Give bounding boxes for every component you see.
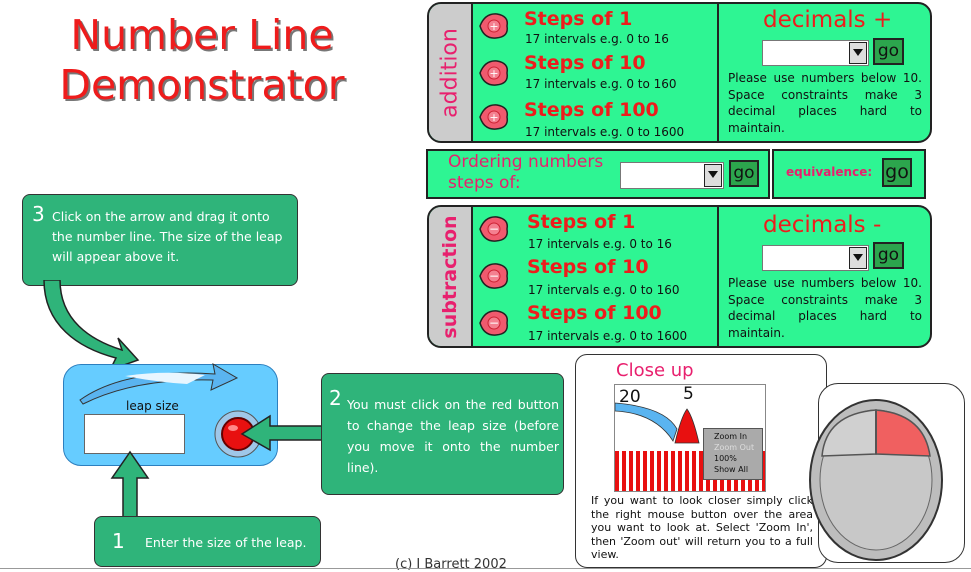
leap-size-input[interactable] xyxy=(84,414,185,454)
ordering-go-button[interactable]: go xyxy=(729,160,759,187)
sub-steps-10-icon[interactable]: − xyxy=(477,261,511,291)
closeup-text: If you want to look closer simply click … xyxy=(591,494,813,561)
decimals-minus-title: decimals - xyxy=(763,212,882,238)
add-steps-10-button[interactable]: Steps of 10 xyxy=(524,52,646,74)
sub-steps-100-desc: 17 intervals e.g. 0 to 1600 xyxy=(528,329,688,343)
menu-zoom-in[interactable]: Zoom In xyxy=(714,432,748,441)
add-steps-1-desc: 17 intervals e.g. 0 to 16 xyxy=(525,32,669,46)
red-leap-button[interactable] xyxy=(213,409,263,459)
subtraction-tab-label: subtraction xyxy=(439,214,461,339)
closeup-panel: Close up 20 5 Zoom In Zoom Out 100% Show… xyxy=(575,354,827,568)
decimals-minus-note: Please use numbers below 10. Space const… xyxy=(728,276,922,340)
step-3-text: Click on the arrow and drag it onto the … xyxy=(52,209,283,264)
decimals-plus-select[interactable] xyxy=(762,40,869,66)
menu-100[interactable]: 100% xyxy=(714,454,737,463)
ordering-label: Ordering numbers steps of: xyxy=(448,152,604,193)
ordering-panel: Ordering numbers steps of: go xyxy=(426,149,770,199)
add-steps-100-icon[interactable]: + xyxy=(477,102,511,132)
svg-text:+: + xyxy=(489,20,498,33)
credit-text: (c) I Barrett 2002 xyxy=(395,557,507,572)
svg-text:+: + xyxy=(489,67,498,80)
sub-steps-1-icon[interactable]: − xyxy=(477,214,511,244)
chevron-down-icon[interactable] xyxy=(704,164,722,187)
decimals-plus-title: decimals + xyxy=(763,7,893,33)
sub-steps-100-button[interactable]: Steps of 100 xyxy=(527,302,662,324)
sub-steps-1-desc: 17 intervals e.g. 0 to 16 xyxy=(528,237,672,251)
add-steps-100-desc: 17 intervals e.g. 0 to 1600 xyxy=(525,125,685,139)
sub-steps-1-button[interactable]: Steps of 1 xyxy=(527,211,636,233)
chevron-down-icon[interactable] xyxy=(849,42,867,64)
svg-text:+: + xyxy=(489,111,498,124)
chevron-down-icon[interactable] xyxy=(849,247,867,269)
ordering-select[interactable] xyxy=(620,162,724,189)
equivalence-label: equivalence: xyxy=(786,165,873,179)
instruction-step-2: 2 You must click on the red button to ch… xyxy=(321,373,564,495)
pointer-arrow-2-icon xyxy=(240,414,325,452)
equivalence-panel: equivalence: go xyxy=(772,149,926,199)
addition-tab: addition xyxy=(429,4,473,141)
sub-steps-10-button[interactable]: Steps of 10 xyxy=(527,256,649,278)
mouse-icon xyxy=(809,399,943,561)
addition-tab-label: addition xyxy=(437,27,463,118)
pointer-arrow-1-icon xyxy=(110,450,150,518)
preview-number-1: 20 xyxy=(619,387,641,407)
add-steps-10-icon[interactable]: + xyxy=(477,58,511,88)
subtraction-panel: subtraction − Steps of 1 17 intervals e.… xyxy=(427,205,932,348)
sub-steps-10-desc: 17 intervals e.g. 0 to 160 xyxy=(528,283,680,297)
add-steps-1-button[interactable]: Steps of 1 xyxy=(524,8,633,30)
menu-zoom-out[interactable]: Zoom Out xyxy=(714,443,755,452)
menu-show-all[interactable]: Show All xyxy=(714,465,749,474)
step-1-number: 1 xyxy=(112,529,125,553)
instruction-step-3: 3 Click on the arrow and drag it onto th… xyxy=(22,194,298,286)
subtraction-tab: subtraction xyxy=(429,207,473,346)
add-steps-100-button[interactable]: Steps of 100 xyxy=(524,99,659,121)
decimals-minus-select[interactable] xyxy=(762,245,869,271)
preview-arrows-icon xyxy=(615,402,700,444)
preview-context-menu: Zoom In Zoom Out 100% Show All xyxy=(703,428,763,480)
equivalence-go-button[interactable]: go xyxy=(882,158,912,187)
page-title: Number Line Demonstrator xyxy=(59,11,345,109)
decimals-plus-go-button[interactable]: go xyxy=(873,38,904,65)
decimals-minus-go-button[interactable]: go xyxy=(873,242,904,269)
add-steps-1-icon[interactable]: + xyxy=(477,11,511,41)
leap-size-label: leap size xyxy=(126,399,179,413)
leap-arrow-icon[interactable] xyxy=(75,360,240,405)
closeup-title: Close up xyxy=(616,360,694,381)
closeup-preview: 20 5 Zoom In Zoom Out 100% Show All xyxy=(614,384,766,492)
svg-text:−: − xyxy=(489,222,499,236)
step-1-text: Enter the size of the leap. xyxy=(145,535,307,550)
decimals-plus-note: Please use numbers below 10. Space const… xyxy=(728,71,922,135)
step-2-text: You must click on the red button to chan… xyxy=(347,397,559,475)
step-2-number: 2 xyxy=(329,386,342,410)
instruction-step-1: 1 Enter the size of the leap. xyxy=(94,516,321,567)
sub-steps-100-icon[interactable]: − xyxy=(477,308,511,338)
addition-panel: addition + Steps of 1 17 intervals e.g. … xyxy=(427,2,932,143)
add-steps-10-desc: 17 intervals e.g. 0 to 160 xyxy=(525,77,677,91)
svg-text:−: − xyxy=(489,269,499,283)
preview-number-2: 5 xyxy=(683,384,694,404)
step-3-number: 3 xyxy=(32,202,45,226)
svg-text:−: − xyxy=(489,316,499,330)
